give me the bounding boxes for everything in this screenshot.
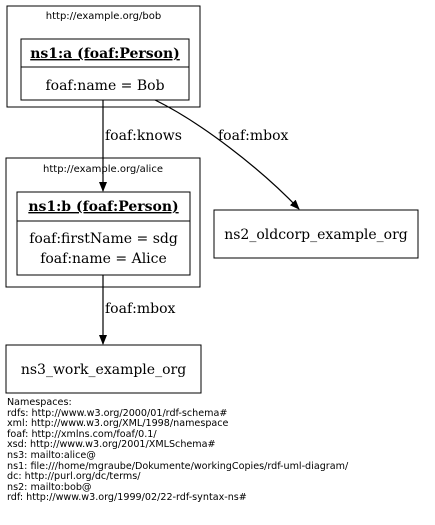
namespaces-heading: Namespaces: [7, 397, 72, 408]
node-title-bob: ns1:a (foaf:Person) [30, 46, 180, 62]
edge-bob-mbox-label: foaf:mbox [218, 128, 289, 144]
node-property-alice-name: foaf:name = Alice [40, 251, 167, 267]
namespace-line: foaf: http://xmlns.com/foaf/0.1/ [7, 428, 157, 440]
resource-node-oldcorp-label: ns2_oldcorp_example_org [224, 227, 408, 243]
edge-alice-mbox: foaf:mbox [99, 275, 176, 345]
edge-knows: foaf:knows [99, 100, 182, 192]
namespace-line: xml: http://www.w3.org/XML/1998/namespac… [7, 418, 229, 430]
namespaces-legend: Namespaces: rdfs: http://www.w3.org/2000… [7, 397, 432, 504]
namespace-line: rdf: http://www.w3.org/1999/02/22-rdf-sy… [7, 492, 247, 504]
edge-alice-mbox-label: foaf:mbox [105, 301, 176, 317]
edge-bob-mbox-line [154, 99, 300, 210]
person-node-bob[interactable]: ns1:a (foaf:Person) foaf:name = Bob [20, 38, 190, 101]
namespace-line: ns2: mailto:bob@ [7, 481, 92, 493]
node-property-alice-firstname: foaf:firstName = sdg [29, 231, 178, 247]
namespace-line: dc: http://purl.org/dc/terms/ [7, 471, 141, 483]
resource-node-work[interactable]: ns3_work_example_org [5, 344, 202, 394]
edge-bob-mbox: foaf:mbox [154, 99, 300, 210]
namespace-line: ns1: file:///home/mgraube/Dokumente/work… [7, 460, 349, 472]
resource-node-oldcorp[interactable]: ns2_oldcorp_example_org [213, 209, 419, 259]
resource-node-work-label: ns3_work_example_org [21, 362, 186, 378]
graph-cluster-bob: http://example.org/bob ns1:a (foaf:Perso… [6, 5, 201, 108]
node-title-alice: ns1:b (foaf:Person) [28, 199, 178, 215]
node-property-bob-name: foaf:name = Bob [45, 78, 164, 94]
edge-knows-label: foaf:knows [105, 128, 182, 144]
namespace-line: ns3: mailto:alice@ [7, 449, 96, 461]
namespace-line: rdfs: http://www.w3.org/2000/01/rdf-sche… [7, 407, 228, 419]
person-node-alice[interactable]: ns1:b (foaf:Person) foaf:firstName = sdg… [16, 191, 191, 276]
namespace-line: xsd: http://www.w3.org/2001/XMLSchema# [7, 439, 216, 451]
graph-label-bob: http://example.org/bob [46, 11, 161, 22]
